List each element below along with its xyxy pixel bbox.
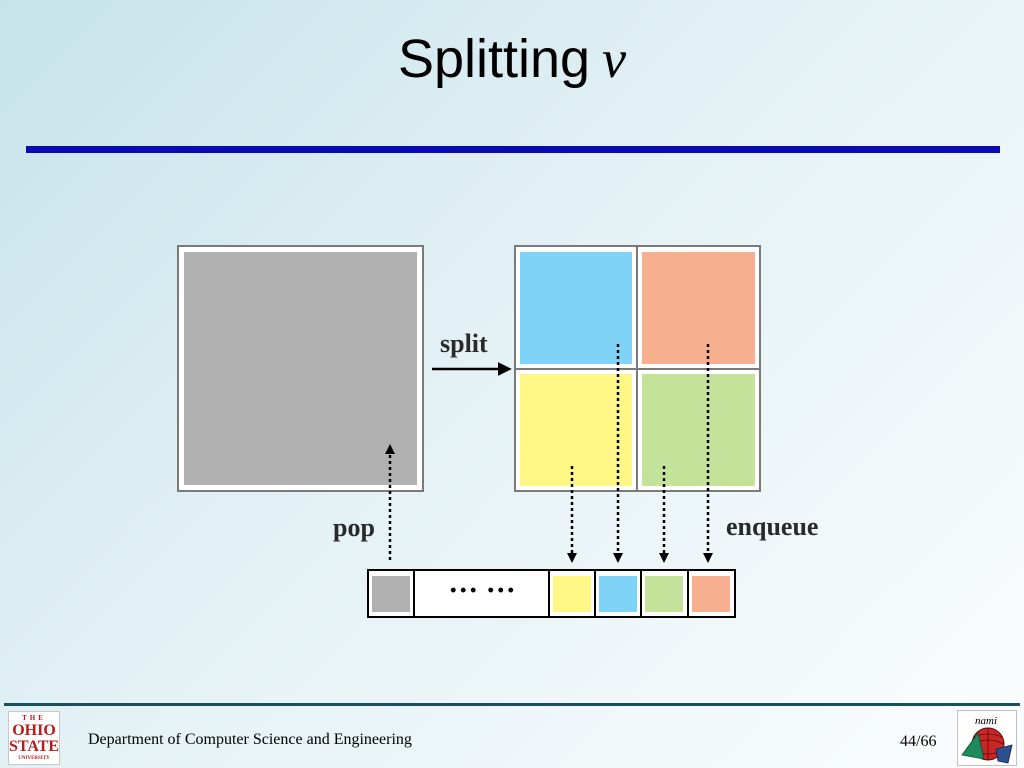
osu-logo-line2: OHIO (12, 722, 56, 739)
globe-icon: nami (961, 715, 1013, 764)
research-group-logo: nami (957, 710, 1017, 766)
queue-cell-orange (692, 576, 730, 612)
split-label: split (440, 329, 488, 358)
osu-logo-line3: STATE (9, 738, 60, 755)
title-text: Splitting (397, 29, 591, 89)
queue-cell-green (645, 576, 683, 612)
right-logo-text: nami (975, 715, 997, 727)
footer-rule (4, 703, 1020, 706)
osu-logo-line4: UNIVERSITY (18, 756, 50, 761)
source-block-fill (184, 252, 417, 485)
title-underline (26, 146, 1000, 153)
ohio-state-logo: THE OHIO STATE UNIVERSITY (8, 711, 60, 765)
queue-cell-yellow (553, 576, 591, 612)
quadrant-bottom-left (520, 374, 632, 486)
queue-cell-gray (372, 576, 410, 612)
pop-label: pop (333, 513, 375, 542)
queue-ellipsis: ··· ··· (448, 574, 516, 607)
osu-logo-line1: THE (22, 714, 46, 722)
quadrant-bottom-right (642, 374, 755, 486)
quadrant-top-right (642, 252, 755, 364)
quadrant-top-left (520, 252, 632, 364)
page-number: 44/66 (900, 733, 937, 750)
footer-department: Department of Computer Science and Engin… (88, 731, 412, 748)
enqueue-label: enqueue (726, 512, 818, 541)
title-symbol: ν (602, 29, 627, 89)
queue-cell-blue (599, 576, 637, 612)
